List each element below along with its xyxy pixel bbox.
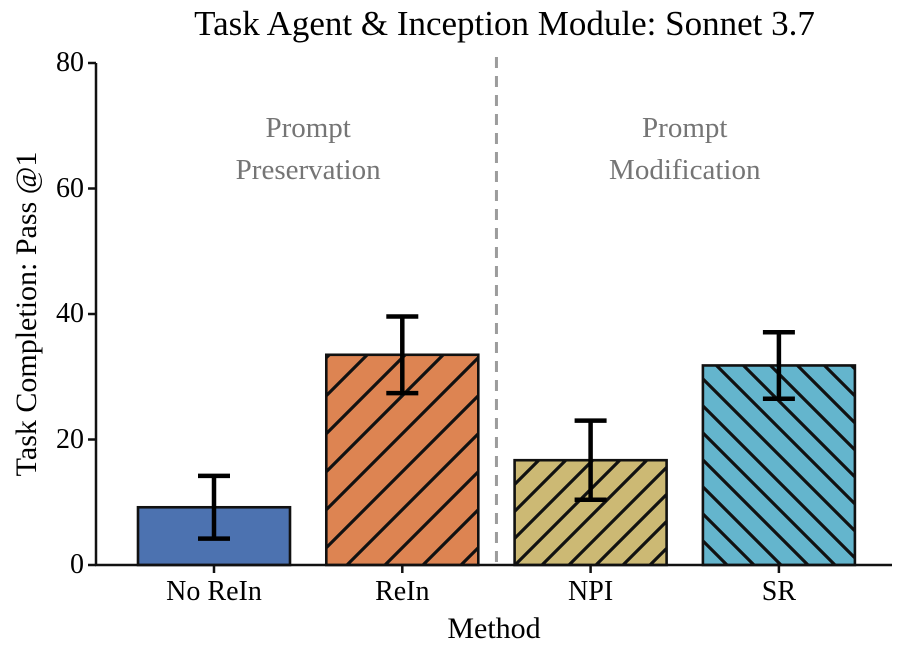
y-tick-label-40: 40 [56,298,84,329]
x-tick-label-sr: SR [761,576,797,607]
annotation-line: Prompt [265,112,351,144]
annotation-prompt-modification: Prompt Modification [609,107,760,191]
x-tick-label-npi: NPI [568,576,614,607]
error-bar-npi [574,418,607,502]
annotation-line: Modification [609,154,761,186]
y-tick-label-20: 20 [56,423,84,455]
y-tick-label-80: 80 [56,47,84,78]
x-tick-label-no-rein: No ReIn [166,576,262,607]
x-tick-label-rein: ReIn [375,576,430,607]
annotation-prompt-preservation: Prompt Preservation [236,107,381,191]
error-bar-no-rein [198,473,230,541]
y-tick-label-60: 60 [56,172,84,204]
chart-title: Task Agent & Inception Module: Sonnet 3.… [194,4,815,43]
error-bar-rein [386,314,419,396]
annotation-line: Preservation [235,154,381,186]
x-axis-label: Method [447,612,541,645]
error-bar-sr [762,329,795,401]
annotation-line: Prompt [642,112,728,144]
y-tick-label-0: 0 [70,549,84,580]
